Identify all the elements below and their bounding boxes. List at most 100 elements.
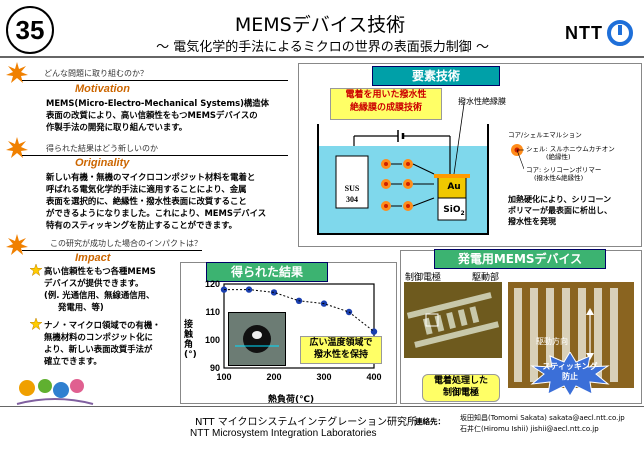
contact-1: 坂田知昌(Tomomi Sakata) sakata@aecl.ntt.co.j… bbox=[460, 414, 625, 422]
drive-label: 駆動部 bbox=[472, 273, 500, 283]
motivation-line: MEMS(Micro-Electro-Mechanical Systems)構造… bbox=[46, 98, 270, 108]
treated-line: 電着処理した bbox=[433, 376, 488, 386]
youso-callout-line: 絶縁膜の成膜技術 bbox=[349, 103, 422, 113]
impact-line: ナノ・マイクロ領域での有機・ bbox=[44, 320, 161, 330]
youso-heading: 要素技術 bbox=[372, 66, 500, 86]
y-tick-label: 100 bbox=[205, 335, 220, 345]
x-tick-label: 400 bbox=[366, 372, 381, 382]
x-tick-label: 100 bbox=[216, 372, 231, 382]
sus-label: SUS 304 bbox=[336, 183, 368, 205]
droplet-photo bbox=[228, 312, 286, 366]
originality-heading: Originality bbox=[75, 157, 130, 169]
chart-xlabel: 熱負荷(℃) bbox=[268, 395, 315, 405]
star-burst-icon bbox=[6, 137, 28, 158]
question-1: どんな問題に取り組むのか？ bbox=[44, 69, 148, 78]
impact-line: デバイスが提供できます。 bbox=[44, 278, 144, 288]
au-label: Au bbox=[447, 182, 461, 192]
chart-trend-line bbox=[224, 289, 375, 332]
sio2-text: SiO bbox=[443, 205, 461, 215]
result-callout: 広い温度領域で 撥水性を保持 bbox=[300, 336, 382, 364]
impact-bullet-2: ナノ・マイクロ領域での有機・ 無機材料のコンポジット化に より、新しい表面改質手… bbox=[44, 319, 204, 367]
x-tick-label: 200 bbox=[266, 372, 281, 382]
impact-bullet-1: 高い信頼性をもつ各種MEMS デバイスが提供できます。 (例. 光通信用、無線通… bbox=[44, 265, 204, 313]
emulsion-particle-icon bbox=[511, 144, 524, 170]
shell-line: (絶縁性) bbox=[546, 153, 571, 161]
ntt-mark-icon bbox=[607, 20, 633, 46]
impact-line: より、新しい表面改質手法が bbox=[44, 344, 153, 354]
core-line: コア: シリコーンポリマー bbox=[526, 166, 602, 174]
mems-heading: 発電用MEMSデバイス bbox=[434, 249, 606, 269]
sticking-label: スティッキング 防止 bbox=[542, 362, 598, 382]
ctrl-label: 制御電極 bbox=[405, 273, 442, 283]
film-label: 撥水性絶縁膜 bbox=[458, 97, 506, 106]
sus-label-line: 304 bbox=[346, 195, 358, 204]
originality-line: 呼ばれる電気化学的手法に適用することにより、金属 bbox=[46, 184, 247, 194]
page-subtitle: ～ 電気化学的手法によるミクロの世界の表面張力制御 ～ bbox=[156, 40, 489, 55]
originality-text: 新しい有機・無機のマイクロコンポジット材料を電着と 呼ばれる電気化学的手法に適用… bbox=[46, 171, 296, 231]
star-burst-icon bbox=[6, 234, 28, 255]
core-line: (撥水性&絶縁性) bbox=[534, 174, 584, 182]
mems-micrograph-icon bbox=[404, 282, 502, 358]
y-tick-label: 90 bbox=[210, 363, 220, 373]
lab-name-jp: NTT マイクロシステムインテグレーション研究所 bbox=[195, 417, 417, 428]
impact-line: 確立できます。 bbox=[44, 356, 102, 366]
contact-label: 連絡先： bbox=[415, 417, 445, 426]
electrodeposition-diagram bbox=[317, 103, 489, 235]
expo-logo-icon bbox=[16, 379, 94, 405]
data-point bbox=[270, 289, 278, 296]
impact-line: 発電用、等) bbox=[58, 302, 104, 312]
section-1-rule bbox=[22, 80, 288, 81]
motivation-line: 表面の改質により、高い信頼性をもつMEMSデバイスの bbox=[46, 110, 258, 120]
y-tick-label: 110 bbox=[205, 307, 220, 317]
originality-line: ができるようになりました。これにより、MEMSデバイス bbox=[46, 208, 267, 218]
direction-label: 駆動方向 bbox=[536, 337, 568, 346]
motivation-heading: Motivation bbox=[75, 83, 130, 95]
youso-callout: 電着を用いた撥水性 絶縁膜の成膜技術 bbox=[330, 88, 442, 120]
footer-divider bbox=[0, 406, 644, 407]
star-burst-icon bbox=[6, 62, 28, 83]
panel-number: 35 bbox=[6, 6, 54, 54]
originality-line: 表面を選択的に、絶縁性・撥水性表面に改質すること bbox=[46, 196, 247, 206]
lab-name-en: NTT Microsystem Integration Laboratories bbox=[190, 428, 377, 439]
x-tick-label: 300 bbox=[316, 372, 331, 382]
sticking-starburst-icon bbox=[530, 352, 610, 396]
result-callout-line: 広い温度領域で bbox=[309, 338, 373, 348]
youso-note-line: 撥水性を発現 bbox=[508, 217, 556, 226]
result-callout-line: 撥水性を保持 bbox=[313, 350, 368, 360]
youso-note-line: ポリマーが最表面に析出し、 bbox=[508, 206, 612, 215]
section-2-rule bbox=[22, 155, 288, 156]
chart-ylabel: 接触角(°) bbox=[184, 320, 197, 360]
originality-line: 特有のスティッキングを防止することができます。 bbox=[46, 220, 238, 230]
impact-heading: Impact bbox=[75, 252, 111, 264]
droplet-icon bbox=[235, 325, 279, 353]
shell-line: シェル: スルホニウムカチオン bbox=[526, 145, 615, 153]
impact-line: 高い信頼性をもつ各種MEMS bbox=[44, 266, 156, 276]
section-3-rule bbox=[22, 250, 202, 251]
header-divider bbox=[0, 56, 644, 58]
impact-line: (例. 光通信用、無線通信用、 bbox=[44, 290, 155, 300]
impact-line: 無機材料のコンポジット化に bbox=[44, 332, 153, 342]
question-3: この研究が成功した場合のインパクトは？ bbox=[50, 239, 202, 248]
ntt-logo-text: NTT bbox=[565, 22, 603, 43]
question-2: 得られた結果はどう新しいのか bbox=[46, 144, 158, 153]
page-title: MEMSデバイス技術 bbox=[234, 14, 406, 36]
y-tick-label: 120 bbox=[205, 280, 220, 289]
sio2-subscript: 2 bbox=[460, 209, 465, 217]
core-shell-label: コア/シェルエマルション bbox=[508, 131, 582, 139]
originality-line: 新しい有機・無機のマイクロコンポジット材料を電着と bbox=[46, 172, 256, 182]
motivation-line: 作製手法の開発に取り組んでいます。 bbox=[46, 122, 188, 132]
contact-list: 坂田知昌(Tomomi Sakata) sakata@aecl.ntt.co.j… bbox=[460, 413, 625, 435]
shell-label: シェル: スルホニウムカチオン (絶縁性) bbox=[526, 145, 615, 161]
contact-2: 石井仁(Hiromu Ishii) jishii@aecl.ntt.co.jp bbox=[460, 425, 599, 433]
youso-note-line: 加熱硬化により、シリコーン bbox=[508, 195, 612, 204]
sticking-line: スティッキング bbox=[542, 362, 598, 371]
star-bullet-icon bbox=[30, 318, 42, 330]
star-bullet-icon bbox=[30, 264, 42, 276]
motivation-text: MEMS(Micro-Electro-Mechanical Systems)構造… bbox=[46, 97, 296, 133]
youso-note: 加熱硬化により、シリコーン ポリマーが最表面に析出し、 撥水性を発現 bbox=[508, 194, 638, 227]
sticking-line: 防止 bbox=[562, 372, 578, 381]
result-heading: 得られた結果 bbox=[206, 262, 328, 282]
treated-electrode-callout: 電着処理した 制御電極 bbox=[422, 374, 500, 402]
sio2-label: SiO2 bbox=[440, 205, 468, 217]
treated-line: 制御電極 bbox=[442, 388, 479, 398]
